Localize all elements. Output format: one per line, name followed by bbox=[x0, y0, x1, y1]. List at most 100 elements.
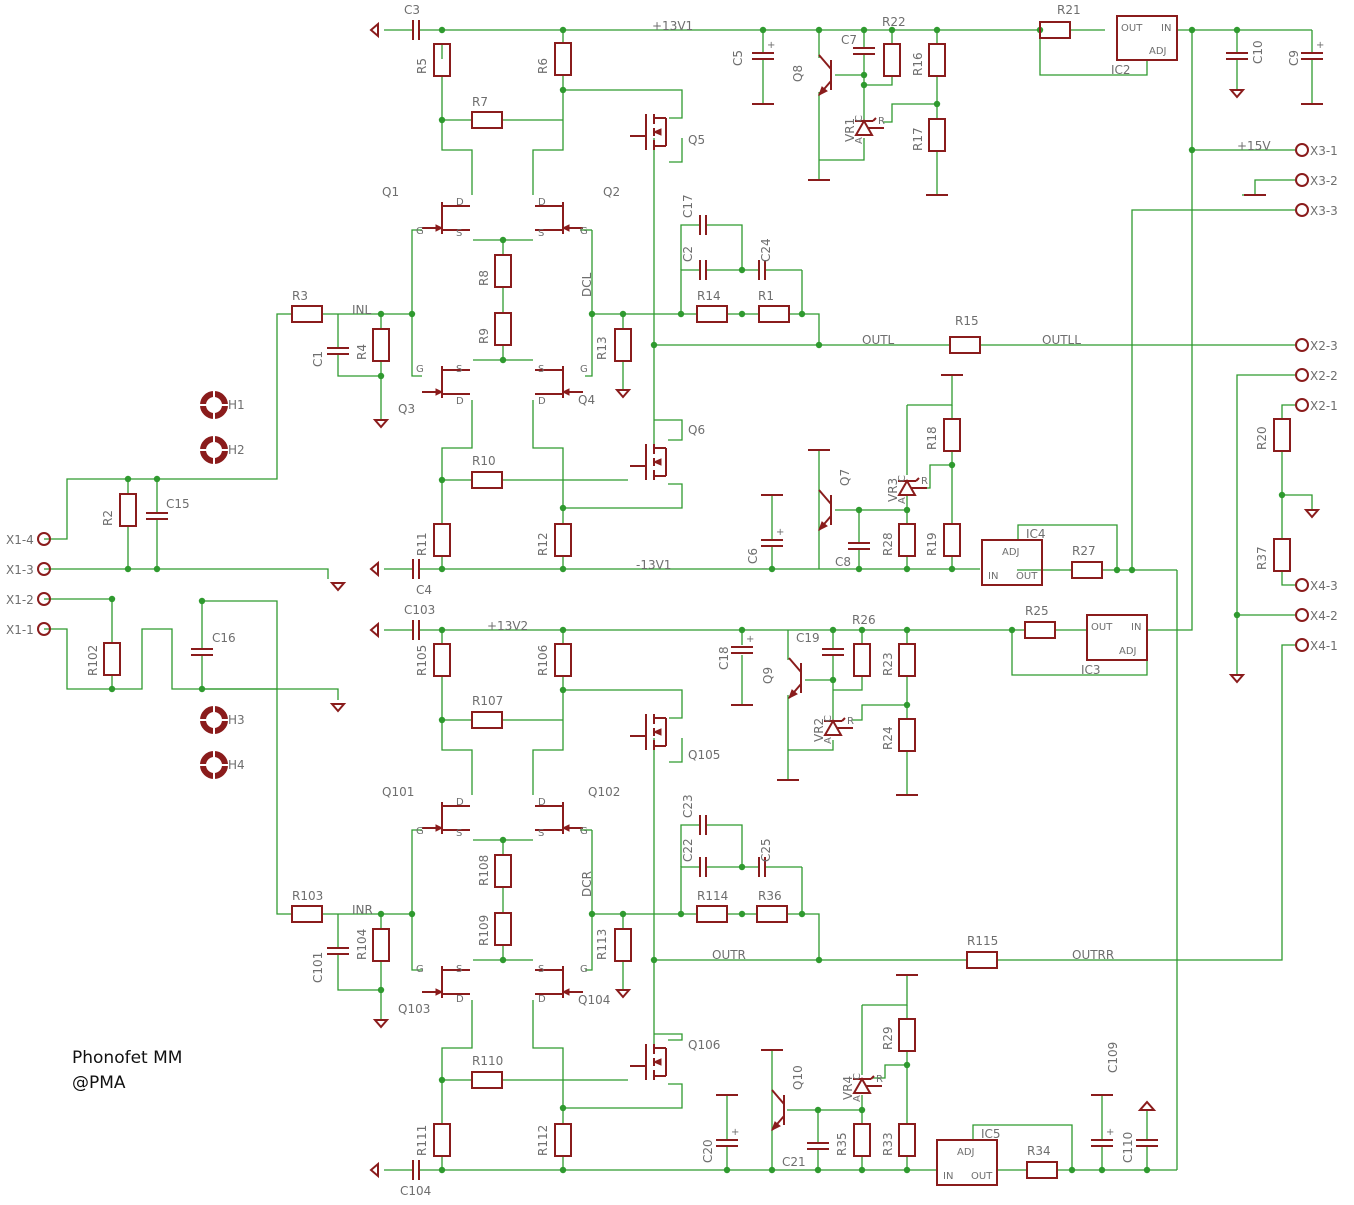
connector-X4-2 bbox=[1295, 608, 1309, 622]
bjt-Q9 bbox=[788, 657, 802, 700]
resistor-R110 bbox=[471, 1071, 503, 1089]
connector-label: X3-3 bbox=[1310, 204, 1338, 218]
wire bbox=[852, 704, 907, 721]
connector-label: X2-1 bbox=[1310, 399, 1338, 413]
transistor-label: Q10 bbox=[791, 1065, 805, 1090]
jfet-Q2 bbox=[535, 202, 583, 234]
pin-label: D bbox=[456, 797, 464, 808]
jfet-Q104 bbox=[535, 966, 583, 998]
pin-label: D bbox=[538, 797, 546, 808]
junction-dot bbox=[858, 626, 866, 634]
junction-dot bbox=[858, 1166, 866, 1174]
capacitor-C5 bbox=[752, 52, 774, 60]
wire bbox=[680, 224, 699, 270]
junction-dot bbox=[408, 310, 416, 318]
connector-label: X4-2 bbox=[1310, 609, 1338, 623]
resistor-R5 bbox=[433, 43, 451, 77]
junction-dot bbox=[499, 236, 507, 244]
resistor-label: R17 bbox=[911, 127, 925, 151]
mounting-hole-H2 bbox=[200, 436, 228, 464]
connector-X1-3 bbox=[37, 562, 51, 576]
pin-label: ADJ bbox=[1149, 46, 1167, 57]
capacitor-C18 bbox=[731, 646, 753, 654]
resistor-label: R106 bbox=[536, 645, 550, 676]
wire bbox=[337, 955, 382, 991]
junction-dot bbox=[619, 310, 627, 318]
resistor-R111 bbox=[433, 1123, 451, 1157]
mounting-hole-H1 bbox=[200, 391, 228, 419]
pin-label: A bbox=[823, 737, 834, 744]
capacitor-label: C103 bbox=[404, 603, 435, 617]
junction-dot bbox=[438, 626, 446, 634]
resistor-R107 bbox=[471, 711, 503, 729]
connector-X2-1 bbox=[1295, 398, 1309, 412]
net-label-inr: INR bbox=[352, 903, 373, 917]
resistor-R18 bbox=[943, 418, 961, 452]
jfet-Q102 bbox=[535, 802, 583, 834]
resistor-R20 bbox=[1273, 418, 1291, 452]
net-label-outll: OUTLL bbox=[1042, 333, 1081, 347]
pin-label: G bbox=[580, 364, 588, 375]
pin-label: R bbox=[847, 716, 854, 727]
resistor-R2 bbox=[119, 493, 137, 527]
wire bbox=[563, 89, 683, 119]
junction-dot bbox=[933, 26, 941, 34]
transistor-label: Q101 bbox=[382, 785, 414, 799]
pin-label: OUT bbox=[1091, 622, 1113, 633]
connector-X4-3 bbox=[1295, 578, 1309, 592]
resistor-R104 bbox=[372, 928, 390, 962]
jfet-Q1 bbox=[422, 202, 470, 234]
resistor-R35 bbox=[853, 1123, 871, 1157]
resistor-R105 bbox=[433, 643, 451, 677]
junction-dot bbox=[1143, 1166, 1151, 1174]
pin-label: S bbox=[456, 964, 462, 975]
pin-label: C bbox=[852, 1073, 863, 1080]
junction-dot bbox=[377, 986, 385, 994]
net-label-outrr: OUTRR bbox=[1072, 948, 1114, 962]
wire bbox=[337, 355, 382, 377]
junction-dot bbox=[108, 685, 116, 693]
capacitor-C17 bbox=[699, 215, 707, 235]
wire bbox=[1131, 209, 1295, 570]
pin-label: S bbox=[538, 964, 544, 975]
mounting-hole-H4 bbox=[200, 751, 228, 779]
connector-X3-3 bbox=[1295, 203, 1309, 217]
resistor-label: R23 bbox=[881, 652, 895, 676]
wire bbox=[441, 75, 473, 195]
resistor-R17 bbox=[928, 118, 946, 152]
pin-label: A bbox=[854, 137, 865, 144]
capacitor-label: C5 bbox=[731, 50, 745, 66]
polarity-plus: + bbox=[731, 1127, 739, 1138]
connector-label: X3-2 bbox=[1310, 174, 1338, 188]
junction-dot bbox=[1068, 1166, 1076, 1174]
net-label-plus13v2: +13V2 bbox=[487, 619, 528, 633]
ground-symbol bbox=[369, 621, 379, 639]
junction-dot bbox=[499, 956, 507, 964]
junction-dot bbox=[1188, 146, 1196, 154]
wire bbox=[997, 644, 1295, 961]
wire bbox=[532, 1000, 564, 1125]
junction-dot bbox=[377, 910, 385, 918]
resistor-R25 bbox=[1024, 621, 1056, 639]
resistor-R37 bbox=[1273, 538, 1291, 572]
resistor-label: R37 bbox=[1255, 546, 1269, 570]
junction-dot bbox=[903, 1166, 911, 1174]
capacitor-C1 bbox=[327, 347, 349, 355]
pin-label: R bbox=[876, 1074, 883, 1085]
capacitor-C7 bbox=[853, 47, 875, 55]
connector-label: X1-2 bbox=[6, 593, 34, 607]
resistor-R3 bbox=[291, 305, 323, 323]
wire bbox=[819, 138, 865, 161]
pin-label: C bbox=[897, 475, 908, 482]
capacitor-label: C24 bbox=[759, 238, 773, 262]
capacitor-label: C18 bbox=[717, 646, 731, 670]
resistor-R112 bbox=[554, 1123, 572, 1157]
resistor-label: R104 bbox=[355, 929, 369, 960]
resistor-R11 bbox=[433, 523, 451, 557]
wire bbox=[411, 829, 422, 914]
capacitor-C25 bbox=[758, 857, 766, 877]
capacitor-C6 bbox=[761, 539, 783, 547]
wire bbox=[654, 419, 683, 441]
capacitor-label: C110 bbox=[1121, 1132, 1135, 1163]
pin-label: C bbox=[823, 715, 834, 722]
